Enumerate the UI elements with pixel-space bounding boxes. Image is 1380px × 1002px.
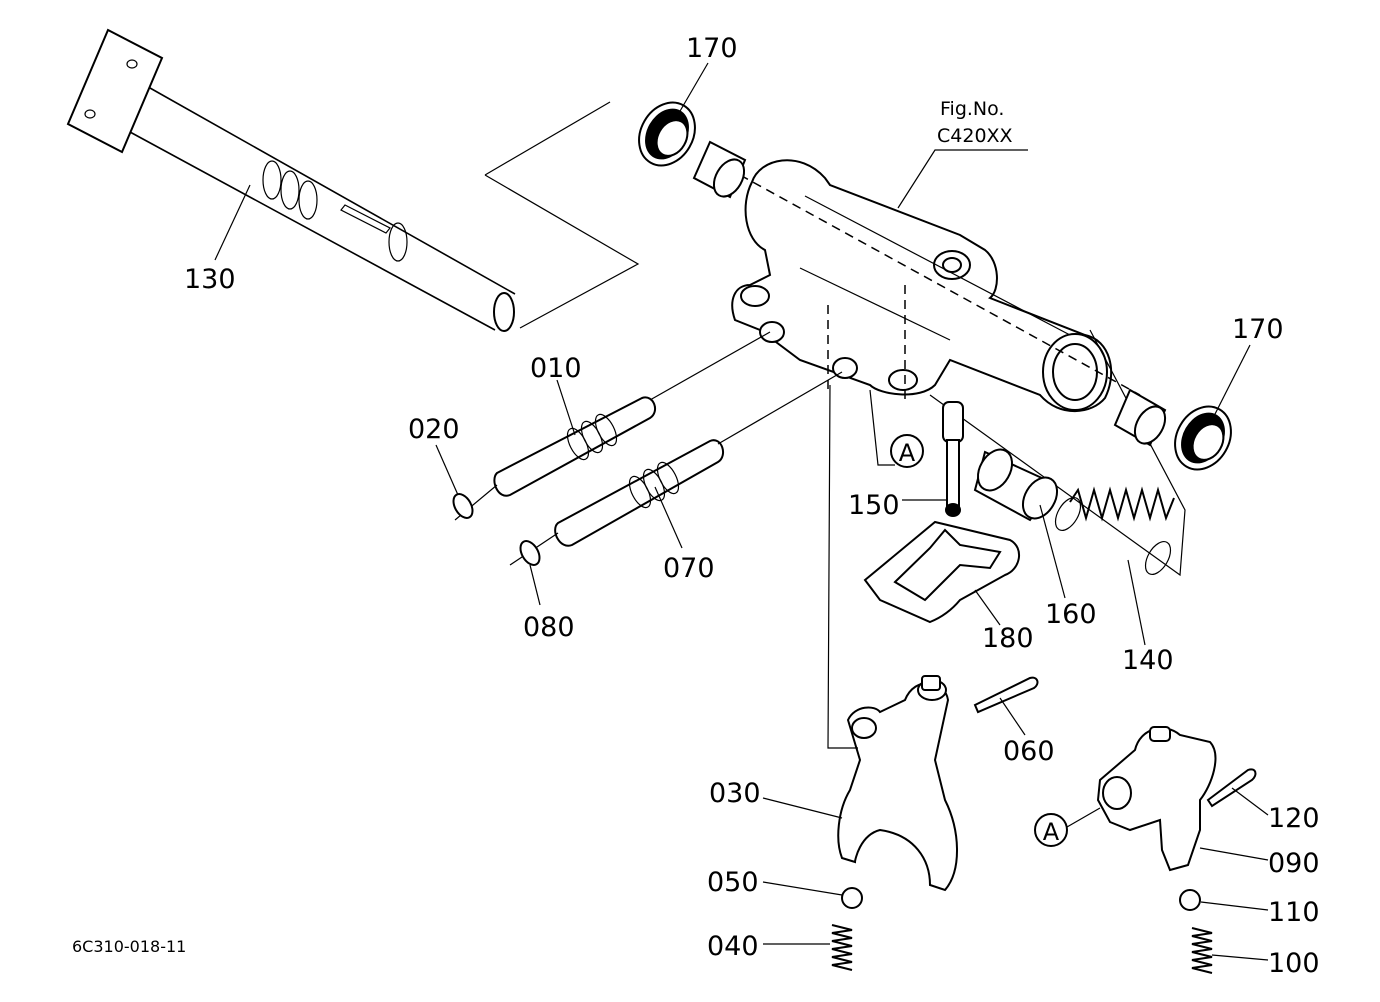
label-060: 060 <box>1003 736 1055 767</box>
label-180: 180 <box>982 623 1034 654</box>
part-labels: 170 130 170 010 020 070 080 150 160 180 … <box>184 33 1320 979</box>
label-010: 010 <box>530 353 582 384</box>
label-040: 040 <box>707 931 759 962</box>
ball-110[interactable] <box>1179 889 1201 911</box>
label-170-bottom: 170 <box>1232 314 1284 345</box>
label-130: 130 <box>184 264 236 295</box>
spring-100[interactable] <box>1191 927 1213 974</box>
label-100: 100 <box>1268 948 1320 979</box>
housing-c420xx <box>731 159 1141 413</box>
axis-070 <box>717 371 843 445</box>
detent-pin-150[interactable] <box>942 401 964 517</box>
label-110: 110 <box>1268 897 1320 928</box>
ball-050[interactable] <box>841 887 863 909</box>
label-030: 030 <box>709 778 761 809</box>
drawing-code: 6C310-018-11 <box>72 937 186 956</box>
collar-160[interactable] <box>971 443 1064 524</box>
cotter-pin-060[interactable] <box>973 676 1039 714</box>
label-090: 090 <box>1268 848 1320 879</box>
label-120: 120 <box>1268 803 1320 834</box>
shift-rod-010[interactable] <box>454 396 657 521</box>
shaft-130[interactable] <box>66 28 516 332</box>
svg-text:A: A <box>1043 818 1060 846</box>
shift-arm-090[interactable] <box>1096 726 1217 872</box>
oil-seal-170-bottom[interactable] <box>1164 396 1242 479</box>
spring-140[interactable] <box>1050 486 1175 579</box>
figure-reference: Fig.No. C420XX <box>897 98 1028 209</box>
o-ring-080[interactable] <box>517 538 544 569</box>
detail-marker-a-bottom: A <box>1034 807 1101 847</box>
svg-text:Fig.No.: Fig.No. <box>940 98 1004 120</box>
label-160: 160 <box>1045 599 1097 630</box>
assembly-line-130b <box>484 174 640 329</box>
bushing-bottom <box>1113 388 1167 447</box>
oil-seal-170-top[interactable] <box>628 92 706 175</box>
spring-040[interactable] <box>831 924 853 971</box>
label-170-top: 170 <box>686 33 738 64</box>
o-ring-020[interactable] <box>450 491 477 522</box>
label-050: 050 <box>707 867 759 898</box>
label-150: 150 <box>848 490 900 521</box>
label-080: 080 <box>523 612 575 643</box>
assembly-line-030 <box>827 384 858 749</box>
detail-marker-a-top: A <box>890 434 924 468</box>
label-070: 070 <box>663 553 715 584</box>
gate-plate-180[interactable] <box>863 520 1020 624</box>
leader-lines <box>214 62 1269 961</box>
label-140: 140 <box>1122 645 1174 676</box>
svg-text:A: A <box>899 439 916 467</box>
shift-fork-030[interactable] <box>837 675 958 892</box>
assembly-line-a <box>869 389 895 466</box>
cotter-pin-120[interactable] <box>1206 768 1257 808</box>
svg-text:C420XX: C420XX <box>937 125 1013 147</box>
bushing-top <box>692 140 747 199</box>
axis-010 <box>649 331 771 401</box>
label-020: 020 <box>408 414 460 445</box>
assembly-line-130 <box>484 101 611 176</box>
